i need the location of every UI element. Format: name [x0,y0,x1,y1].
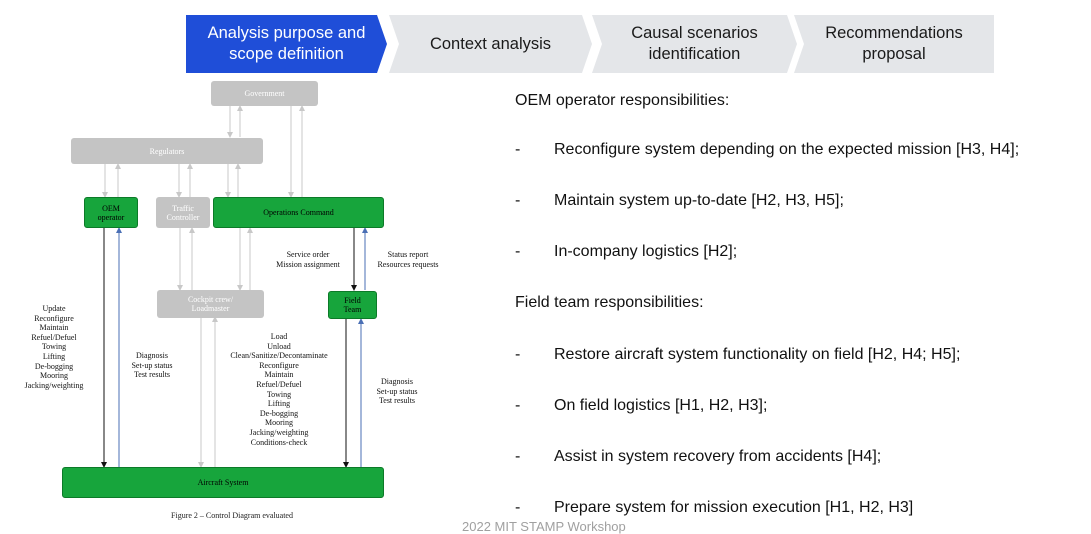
list-item-text: Maintain system up-to-date [H2, H3, H5]; [554,192,844,209]
aircraft-system-box: Aircraft System [62,467,384,498]
field-team-box: Field Team [328,291,377,319]
oem-operator-box: OEM operator [84,197,138,228]
control-diagram: Government Regulators OEM operator Traff… [0,75,460,525]
oem-commands-label: Update Reconfigure Maintain Refuel/Defue… [24,304,84,390]
step-label: Analysis purpose and scope definition [207,24,366,63]
bullet-dash: - [515,499,521,516]
process-steps: Analysis purpose and scope definition Co… [186,15,994,73]
bullet-dash: - [515,346,521,363]
operations-command-box: Operations Command [213,197,384,228]
bullet-dash: - [515,192,521,209]
diagram-arrows [101,105,368,468]
list-item-text: Assist in system recovery from accidents… [554,448,882,465]
government-box: Government [211,81,318,106]
oem-responsibilities-heading: OEM operator responsibilities: [515,92,730,109]
traffic-controller-box: Traffic Controller [156,197,210,228]
ops-to-field-label: Service order Mission assignment [276,250,340,269]
step-recommendations[interactable]: Recommendations proposal [794,15,994,73]
step-analysis-purpose[interactable]: Analysis purpose and scope definition [186,15,387,73]
oem-feedback-label: Diagnosis Set-up status Test results [131,351,173,380]
list-item-text: On field logistics [H1, H2, H3]; [554,397,768,414]
list-item-text: Prepare system for mission execution [H1… [554,499,914,516]
list-item-text: In-company logistics [H2]; [554,243,738,260]
figure-caption: Figure 2 – Control Diagram evaluated [171,511,293,520]
step-label: Recommendations proposal [825,24,963,63]
list-item-text: Restore aircraft system functionality on… [554,346,961,363]
bullet-dash: - [515,448,521,465]
cockpit-crew-box: Cockpit crew/ Loadmaster [157,290,264,318]
step-label: Causal scenarios identification [631,24,758,63]
crew-commands-label: Load Unload Clean/Sanitize/Decontaminate… [230,332,328,447]
field-to-ops-label: Status report Resources requests [377,250,439,269]
regulators-box: Regulators [71,138,263,164]
step-context-analysis[interactable]: Context analysis [389,15,592,73]
footer-text: 2022 MIT STAMP Workshop [462,519,626,534]
step-label: Context analysis [429,34,552,53]
list-item-text: Reconfigure system depending on the expe… [554,141,1020,158]
bullet-dash: - [515,397,521,414]
field-feedback-label: Diagnosis Set-up status Test results [376,377,418,406]
step-causal-scenarios[interactable]: Causal scenarios identification [592,15,797,73]
field-responsibilities-heading: Field team responsibilities: [515,294,704,311]
bullet-dash: - [515,141,521,158]
bullet-dash: - [515,243,521,260]
